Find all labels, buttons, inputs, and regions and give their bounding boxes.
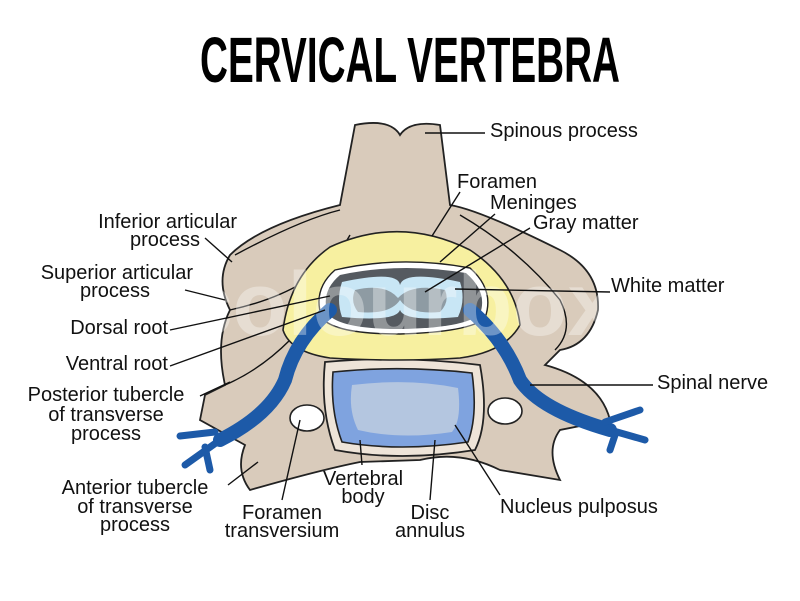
label-inferior-articular: Inferior articular — [98, 211, 237, 233]
label-dorsal-root: Dorsal root — [70, 317, 168, 339]
label-vertebral-body: Vertebral — [323, 468, 403, 490]
label-anterior-tubercle: Anterior tubercle — [62, 477, 209, 499]
label-posterior-tubercle-3: process — [71, 423, 141, 445]
diagram-title: CERVICAL VERTEBRA — [200, 24, 620, 96]
label-ventral-root: Ventral root — [66, 353, 169, 375]
label-vertebral-body-2: body — [341, 486, 384, 508]
nucleus-pulposus-shape — [350, 382, 460, 436]
label-posterior-tubercle: Posterior tubercle — [28, 384, 185, 406]
label-spinous-process: Spinous process — [490, 120, 638, 142]
label-foramen-transversium-2: transversium — [225, 520, 339, 542]
label-anterior-tubercle-2: of transverse — [77, 496, 193, 518]
foramen-transversium-left — [289, 404, 325, 432]
spinal-nerves — [176, 303, 649, 474]
leader-lines — [169, 132, 653, 501]
label-disc-annulus-2: annulus — [395, 520, 465, 542]
label-foramen: Foramen — [457, 171, 537, 193]
label-disc-annulus: Disc — [411, 502, 450, 524]
label-gray-matter: Gray matter — [533, 212, 639, 234]
label-inferior-articular-2: process — [130, 229, 200, 251]
foramen-transversium-right — [487, 397, 523, 425]
label-nucleus-pulposus: Nucleus pulposus — [500, 496, 658, 518]
label-posterior-tubercle-2: of transverse — [48, 404, 164, 426]
label-meninges: Meninges — [490, 192, 577, 214]
label-anterior-tubercle-3: process — [100, 514, 170, 536]
label-superior-articular: Superior articular — [41, 262, 194, 284]
label-superior-articular-2: process — [80, 280, 150, 302]
label-white-matter: White matter — [611, 275, 725, 297]
label-foramen-transversium: Foramen — [242, 502, 322, 524]
watermark: colourbox — [182, 255, 617, 355]
gray-matter-shape — [353, 287, 447, 313]
label-spinal-nerve: Spinal nerve — [657, 372, 768, 394]
